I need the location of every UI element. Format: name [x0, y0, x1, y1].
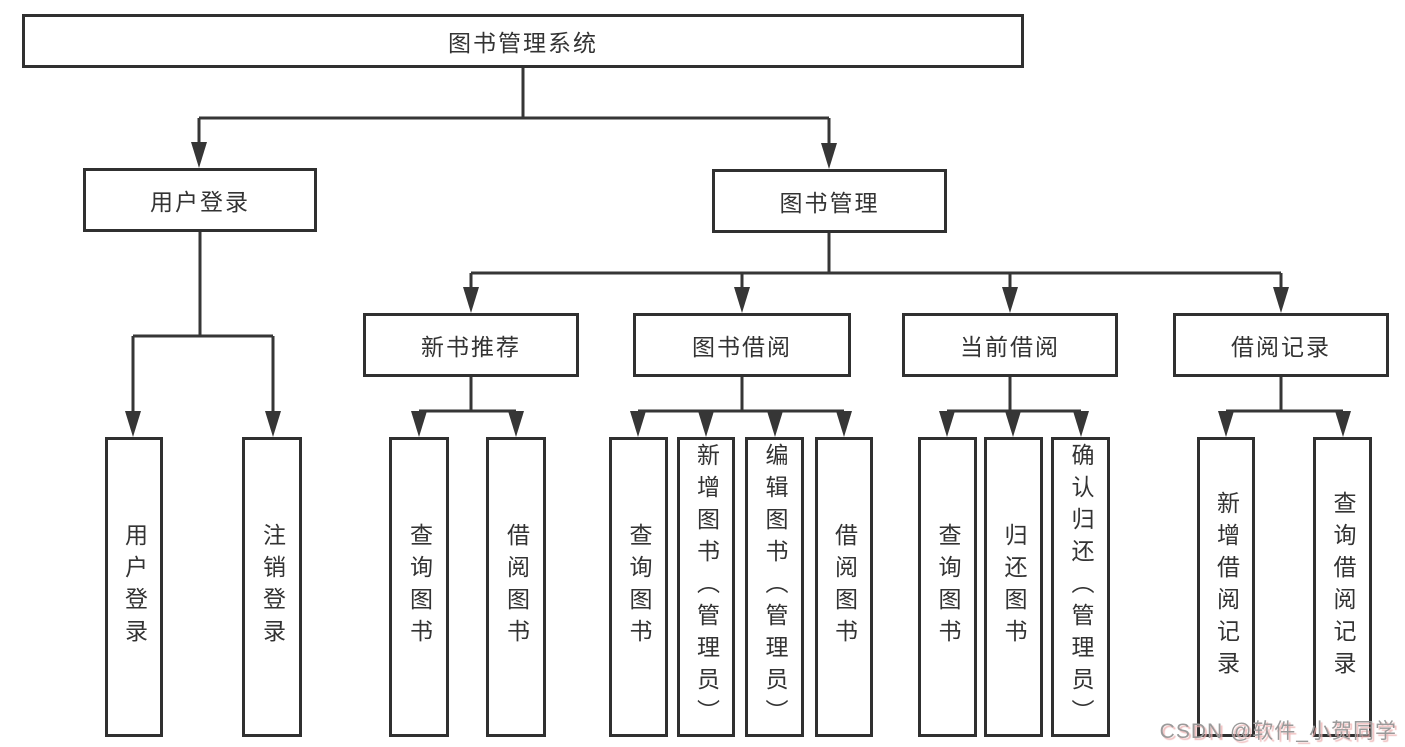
leaf-query-book-current: 查询图书 — [918, 437, 977, 737]
leaf-label: 查询图书 — [935, 523, 961, 651]
node-user-login: 用户登录 — [83, 168, 317, 232]
connector-newbook-to-leaves — [411, 377, 524, 437]
leaf-label: 确认归还（管理员） — [1068, 443, 1094, 731]
connector-currentborrow-to-leaves — [939, 377, 1089, 437]
leaf-label: 查询图书 — [406, 523, 433, 651]
leaf-label: 新增图书（管理员） — [693, 443, 720, 731]
leaf-label: 新增借阅记录 — [1213, 491, 1240, 683]
node-library-management-system: 图书管理系统 — [22, 14, 1024, 68]
leaf-label: 查询图书 — [626, 523, 652, 651]
leaf-label: 用户登录 — [121, 523, 148, 651]
leaf-confirm-return-admin: 确认归还（管理员） — [1051, 437, 1110, 737]
node-label: 图书管理系统 — [448, 30, 598, 56]
leaf-edit-book-admin: 编辑图书（管理员） — [745, 437, 804, 737]
leaf-borrow-book-newbook: 借阅图书 — [486, 437, 546, 737]
leaf-user-login: 用户登录 — [105, 437, 163, 737]
leaf-query-borrow-record: 查询借阅记录 — [1313, 437, 1372, 737]
leaf-label: 归还图书 — [1001, 523, 1027, 651]
node-label: 图书借阅 — [692, 334, 792, 360]
node-label: 新书推荐 — [421, 334, 521, 360]
connector-borrowrecord-to-leaves — [1218, 377, 1351, 437]
node-new-book-recommend: 新书推荐 — [363, 313, 579, 377]
leaf-label: 借阅图书 — [503, 523, 530, 651]
node-book-borrow: 图书借阅 — [633, 313, 851, 377]
leaf-query-book-newbook: 查询图书 — [389, 437, 449, 737]
node-borrow-record: 借阅记录 — [1173, 313, 1389, 377]
connector-bookborrow-to-leaves — [630, 377, 852, 437]
connector-bookmgmt-to-level3 — [463, 233, 1289, 313]
leaf-label: 注销登录 — [259, 523, 286, 651]
leaf-return-book: 归还图书 — [984, 437, 1043, 737]
csdn-watermark: CSDN @软件_小贺同学 — [1159, 720, 1397, 743]
leaf-label: 查询借阅记录 — [1330, 491, 1356, 683]
connector-root-to-level2 — [191, 68, 837, 169]
leaf-query-book-borrow: 查询图书 — [609, 437, 668, 737]
node-label: 当前借阅 — [960, 334, 1060, 360]
leaf-logout: 注销登录 — [242, 437, 302, 737]
node-current-borrow: 当前借阅 — [902, 313, 1118, 377]
leaf-label: 借阅图书 — [831, 523, 858, 651]
leaf-borrow-book: 借阅图书 — [815, 437, 873, 737]
node-book-management: 图书管理 — [712, 169, 947, 233]
leaf-add-book-admin: 新增图书（管理员） — [677, 437, 735, 737]
node-label: 用户登录 — [150, 189, 250, 215]
leaf-add-borrow-record: 新增借阅记录 — [1197, 437, 1255, 737]
node-label: 借阅记录 — [1231, 334, 1331, 360]
connector-userlogin-to-leaves — [125, 232, 281, 437]
node-label: 图书管理 — [779, 190, 880, 216]
leaf-label: 编辑图书（管理员） — [762, 443, 788, 731]
